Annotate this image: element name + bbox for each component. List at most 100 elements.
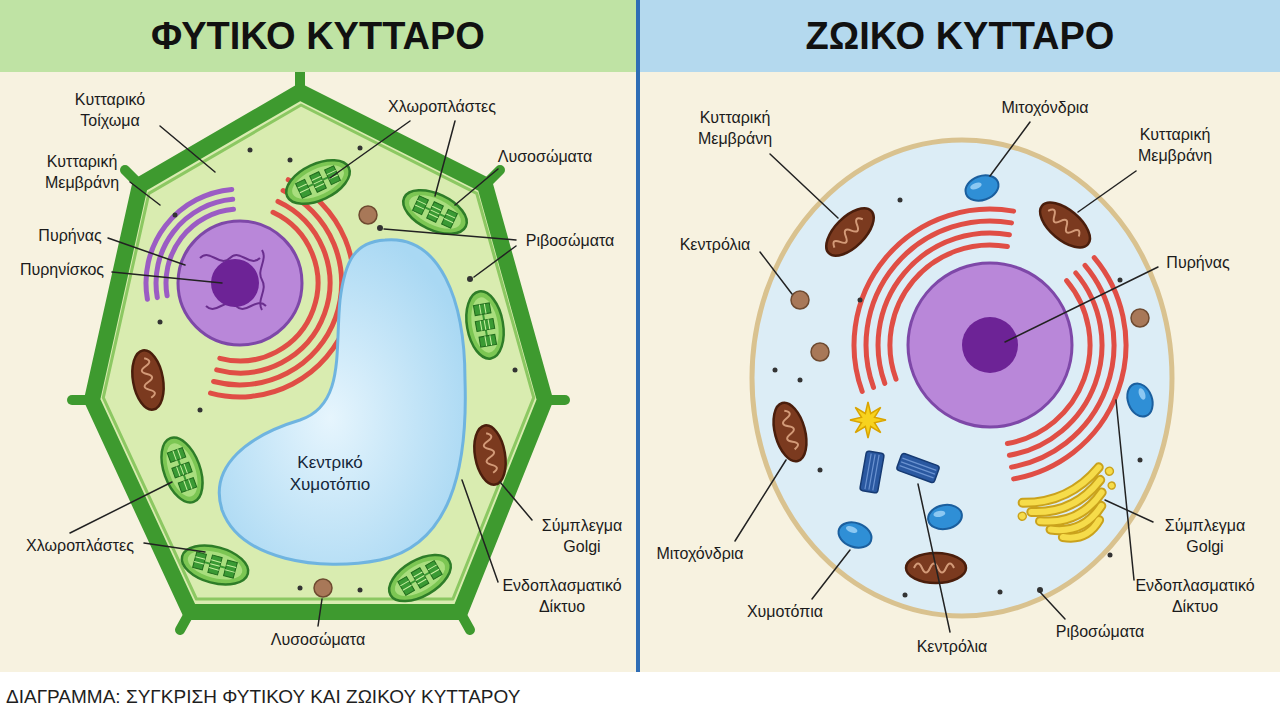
leader-line [330, 121, 410, 178]
header-band: ΖΩΙΚΟ ΚΥΤΤΑΡΟ [640, 0, 1280, 72]
part-label: Μιτοχόνδρια [1001, 98, 1088, 119]
cell-wall [92, 92, 545, 612]
central-vacuole: Κεντρικό Χυμοτόπιο [215, 235, 470, 570]
plant-cell [461, 288, 508, 361]
ribosome [998, 590, 1003, 595]
part-label: Κυτταρικό Τοίχωμα [75, 90, 145, 132]
leader-line [130, 182, 160, 205]
ribosome [248, 148, 253, 153]
leader-line [318, 599, 322, 626]
plant-cell [359, 206, 377, 224]
caption-ground [0, 672, 1280, 720]
vacuole-label: Κεντρικό Χυμοτόπιο [290, 452, 371, 496]
animal-cell [791, 291, 809, 309]
cell-membrane [752, 140, 1172, 616]
ribosome [1108, 553, 1113, 558]
animal-cell [896, 453, 940, 484]
endoplasmic-reticulum [854, 209, 1126, 479]
cell-wall-spike [72, 72, 565, 630]
part-label: Κυτταρική Μεμβράνη [1138, 125, 1212, 167]
animal-cell [860, 451, 885, 494]
ribosome [513, 368, 518, 373]
golgi-apparatus [1107, 481, 1116, 490]
leader-line [435, 121, 455, 196]
part-label: Πυρηνίσκος [20, 260, 104, 281]
header-band: ΦΥΤΙΚΟ ΚΥΤΤΑΡΟ [0, 0, 636, 72]
golgi-apparatus [1063, 520, 1102, 543]
animal-cell [926, 502, 964, 532]
plant-cell [280, 151, 357, 212]
panel-ground [0, 0, 636, 672]
cell-membrane [103, 105, 533, 599]
ribosome [858, 298, 863, 303]
nucleus [178, 221, 302, 345]
part-label: Χλωροπλάστες [388, 97, 496, 118]
leader-line [108, 238, 185, 265]
ribosome [773, 368, 778, 373]
leader-line [384, 229, 516, 240]
vacuole-shape [219, 240, 465, 565]
part-label: Χλωροπλάστες [26, 536, 134, 557]
leader-line [112, 272, 222, 283]
part-label: Σύμπλεγμα Golgi [542, 516, 623, 558]
animal-cell [1131, 309, 1149, 327]
part-label: Ριβοσώματα [1056, 622, 1145, 643]
part-label: Κεντρόλια [680, 235, 751, 256]
part-label: Ενδοπλασματικό Δίκτυο [1135, 576, 1254, 618]
ribosome [798, 378, 803, 383]
plant-cell [153, 432, 210, 508]
part-label: Ριβοσώματα [526, 231, 615, 252]
part-label: Χυμοτόπια [747, 602, 823, 623]
leader-line [474, 246, 516, 277]
ribosome [903, 593, 908, 598]
golgi-apparatus [1023, 467, 1122, 552]
leader-line [462, 480, 498, 582]
ribosome [377, 225, 383, 231]
part-label: Λυσοσώματα [498, 147, 592, 168]
ribosome [358, 146, 363, 151]
panel-divider [636, 0, 640, 672]
plant-cell [314, 579, 332, 597]
leader-line [455, 169, 498, 205]
animal-cell [818, 200, 882, 264]
leader-line [760, 252, 792, 294]
leader-line [144, 543, 205, 552]
leader-line [1040, 592, 1065, 619]
nucleus [908, 263, 1072, 427]
ribosome [173, 213, 178, 218]
dna-strand [200, 250, 266, 310]
nucleolus [962, 317, 1018, 373]
animal-cell [835, 518, 875, 552]
leader-line [1005, 267, 1158, 342]
plant-cell [72, 72, 565, 630]
part-label: Κεντρόλια [917, 637, 988, 658]
part-label: Ενδοπλασματικό Δίκτυο [502, 576, 621, 618]
ribosome [358, 588, 363, 593]
plant-cell [470, 423, 510, 487]
ribosome [898, 198, 903, 203]
ribosome [818, 468, 823, 473]
ribosome [1138, 458, 1143, 463]
plant-cell [128, 348, 168, 412]
header-text: ΦΥΤΙΚΟ ΚΥΤΤΑΡΟ [151, 17, 485, 55]
leader-line [1116, 400, 1134, 580]
leader-line [990, 122, 1030, 176]
golgi-apparatus [1023, 467, 1122, 552]
leader-line [1105, 500, 1153, 522]
golgi-apparatus [1014, 462, 1133, 557]
ribosome [773, 198, 1143, 598]
leader-line [160, 126, 215, 172]
golgi-apparatus [1017, 511, 1028, 522]
golgi-apparatus [1015, 466, 1120, 530]
animal-cell [768, 399, 813, 465]
panel-ground [640, 0, 1280, 672]
part-label: Πυρήνας [1166, 253, 1229, 274]
header-text: ΖΩΙΚΟ ΚΥΤΤΑΡΟ [806, 17, 1115, 55]
animal-cell [811, 343, 829, 361]
ribosome [467, 276, 473, 282]
part-label: Σύμπλεγμα Golgi [1165, 516, 1246, 558]
leader-line [1078, 171, 1136, 212]
part-label: Κυτταρική Μεμβράνη [45, 152, 119, 194]
plant-cell [177, 539, 252, 591]
